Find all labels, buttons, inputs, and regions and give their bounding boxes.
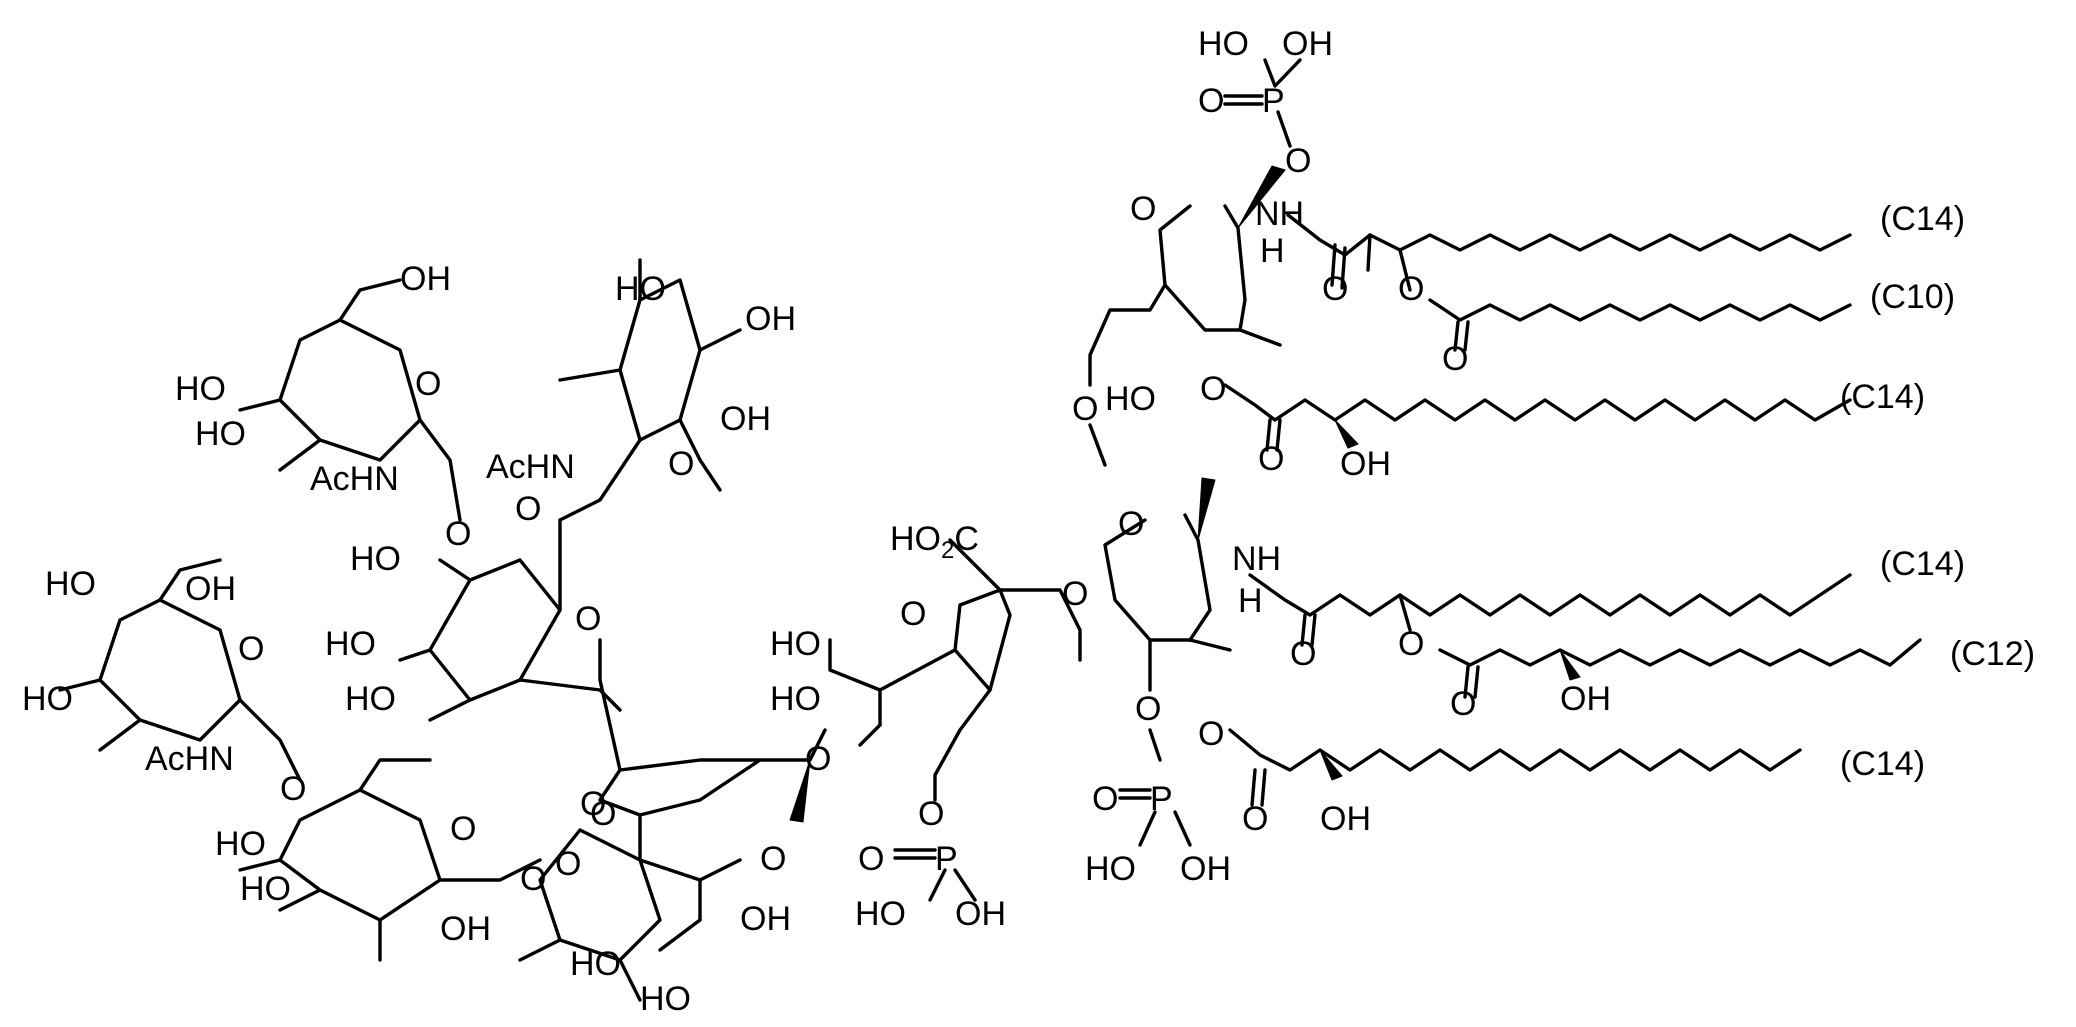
atom-labels: HO OH O P O O NH H O O O O HO O OH O O N…	[22, 25, 1611, 1018]
chain-label-1: (C14)	[1880, 200, 1965, 238]
bond-skeleton	[58, 58, 1922, 1002]
label-nh: NH	[1232, 540, 1281, 578]
label-oh: OH	[1282, 25, 1333, 63]
label-ho: HO	[770, 680, 821, 718]
label-o: O	[1198, 82, 1224, 120]
label-ho: HO	[570, 945, 621, 983]
label-acnh: AcHN	[486, 448, 575, 486]
label-ho: HO	[240, 870, 291, 908]
label-acnh: AcHN	[145, 740, 234, 778]
label-ho: HO	[615, 270, 666, 308]
label-o: O	[1442, 340, 1468, 378]
label-o: O	[1322, 270, 1348, 308]
label-o: O	[580, 785, 606, 823]
label-o: O	[280, 770, 306, 808]
label-o: O	[1135, 690, 1161, 728]
label-o: O	[1450, 685, 1476, 723]
label-o: O	[1072, 390, 1098, 428]
label-o: O	[858, 840, 884, 878]
label-o: O	[590, 795, 616, 833]
label-ho: HO	[22, 680, 73, 718]
label-o: O	[415, 365, 441, 403]
label-h: H	[1260, 232, 1285, 270]
label-oh: OH	[720, 400, 771, 438]
label-o: O	[520, 860, 546, 898]
chain-label-6: (C14)	[1840, 745, 1925, 783]
label-o: O	[1285, 142, 1311, 180]
label-o: O	[760, 840, 786, 878]
label-oh: OH	[955, 895, 1006, 933]
label-p: P	[935, 840, 958, 878]
label-acnh: AcHN	[310, 460, 399, 498]
label-o: O	[900, 595, 926, 633]
label-o: O	[1258, 440, 1284, 478]
label-ho: HO	[1105, 380, 1156, 418]
label-ho: HO	[325, 625, 376, 663]
label-o: O	[1398, 625, 1424, 663]
label-ho: HO	[215, 825, 266, 863]
chain-labels: (C14) (C10) (C14) (C14) (C12) (C14)	[1840, 200, 2035, 783]
label-ho: HO	[350, 540, 401, 578]
label-o: O	[1092, 780, 1118, 818]
label-oh: OH	[1340, 445, 1391, 483]
label-oh: OH	[1560, 680, 1611, 718]
chain-label-2: (C10)	[1870, 278, 1955, 316]
label-o: O	[1118, 505, 1144, 543]
label-ho: HO	[345, 680, 396, 718]
label-oh: OH	[1180, 850, 1231, 888]
label-o: O	[238, 630, 264, 668]
label-o: O	[515, 490, 541, 528]
label-o: O	[1130, 190, 1156, 228]
chain-label-4: (C14)	[1880, 545, 1965, 583]
label-o: O	[668, 445, 694, 483]
label-o: O	[1198, 715, 1224, 753]
label-oh: OH	[440, 910, 491, 948]
label-o: O	[445, 515, 471, 553]
label-ho2c: HO2C	[890, 520, 979, 564]
label-o: O	[575, 600, 601, 638]
label-oh: OH	[745, 300, 796, 338]
label-ho: HO	[855, 895, 906, 933]
label-ho: HO	[195, 415, 246, 453]
label-p: P	[1150, 780, 1173, 818]
label-o: O	[450, 810, 476, 848]
label-o: O	[805, 740, 831, 778]
chain-label-5: (C12)	[1950, 635, 2035, 673]
label-ho: HO	[770, 625, 821, 663]
label-oh: OH	[740, 900, 791, 938]
label-nh: NH	[1255, 195, 1304, 233]
label-ho: HO	[640, 980, 691, 1018]
label-o: O	[918, 795, 944, 833]
label-o: O	[555, 845, 581, 883]
label-ho: HO	[45, 565, 96, 603]
label-p: P	[1262, 82, 1285, 120]
label-oh: OH	[400, 260, 451, 298]
label-ho: HO	[1085, 850, 1136, 888]
label-o: O	[1200, 370, 1226, 408]
label-ho: HO	[175, 370, 226, 408]
label-o: O	[1290, 635, 1316, 673]
label-oh: OH	[1320, 800, 1371, 838]
label-h: H	[1238, 582, 1263, 620]
label-o: O	[1242, 800, 1268, 838]
label-oh: OH	[185, 570, 236, 608]
label-ho: HO	[1198, 25, 1249, 63]
label-o: O	[1062, 575, 1088, 613]
label-o: O	[1398, 270, 1424, 308]
chain-label-3: (C14)	[1840, 378, 1925, 416]
